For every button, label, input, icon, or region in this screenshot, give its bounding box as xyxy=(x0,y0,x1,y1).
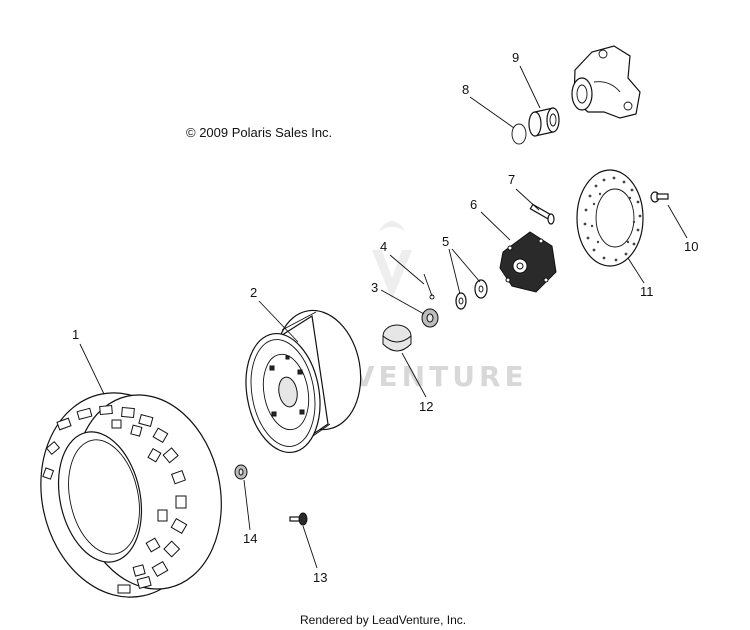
leader-lines xyxy=(79,65,688,569)
cotter-pin xyxy=(423,273,435,300)
footer-credit: Rendered by LeadVenture, Inc. xyxy=(300,613,466,627)
retaining-ring xyxy=(511,123,527,145)
callout-1: 1 xyxy=(72,327,79,342)
copyright-notice: © 2009 Polaris Sales Inc. xyxy=(186,125,332,140)
wheel-rim xyxy=(245,309,362,454)
washer xyxy=(455,279,488,310)
callout-11: 11 xyxy=(640,284,654,299)
callout-7: 7 xyxy=(508,172,515,187)
callout-5: 5 xyxy=(442,234,449,249)
bearing xyxy=(528,107,560,137)
callout-10: 10 xyxy=(684,239,698,254)
wheel-hub xyxy=(499,231,557,293)
callout-6: 6 xyxy=(470,197,477,212)
hub-bolt xyxy=(529,203,555,225)
hub-cap xyxy=(382,324,412,352)
lug-nut xyxy=(234,464,248,480)
callout-4: 4 xyxy=(380,239,387,254)
tire xyxy=(40,392,222,598)
callout-8: 8 xyxy=(462,82,469,97)
callout-12: 12 xyxy=(419,399,433,414)
brake-disc xyxy=(576,169,644,267)
lug-stud xyxy=(289,512,308,526)
callout-13: 13 xyxy=(313,570,327,585)
callout-9: 9 xyxy=(512,50,519,65)
callout-14: 14 xyxy=(243,531,257,546)
brake-disc-bolt xyxy=(650,191,669,203)
hub-nut xyxy=(421,308,439,328)
watermark-logo xyxy=(372,221,412,300)
callout-2: 2 xyxy=(250,285,257,300)
callout-3: 3 xyxy=(371,280,378,295)
steering-knuckle xyxy=(571,45,641,119)
